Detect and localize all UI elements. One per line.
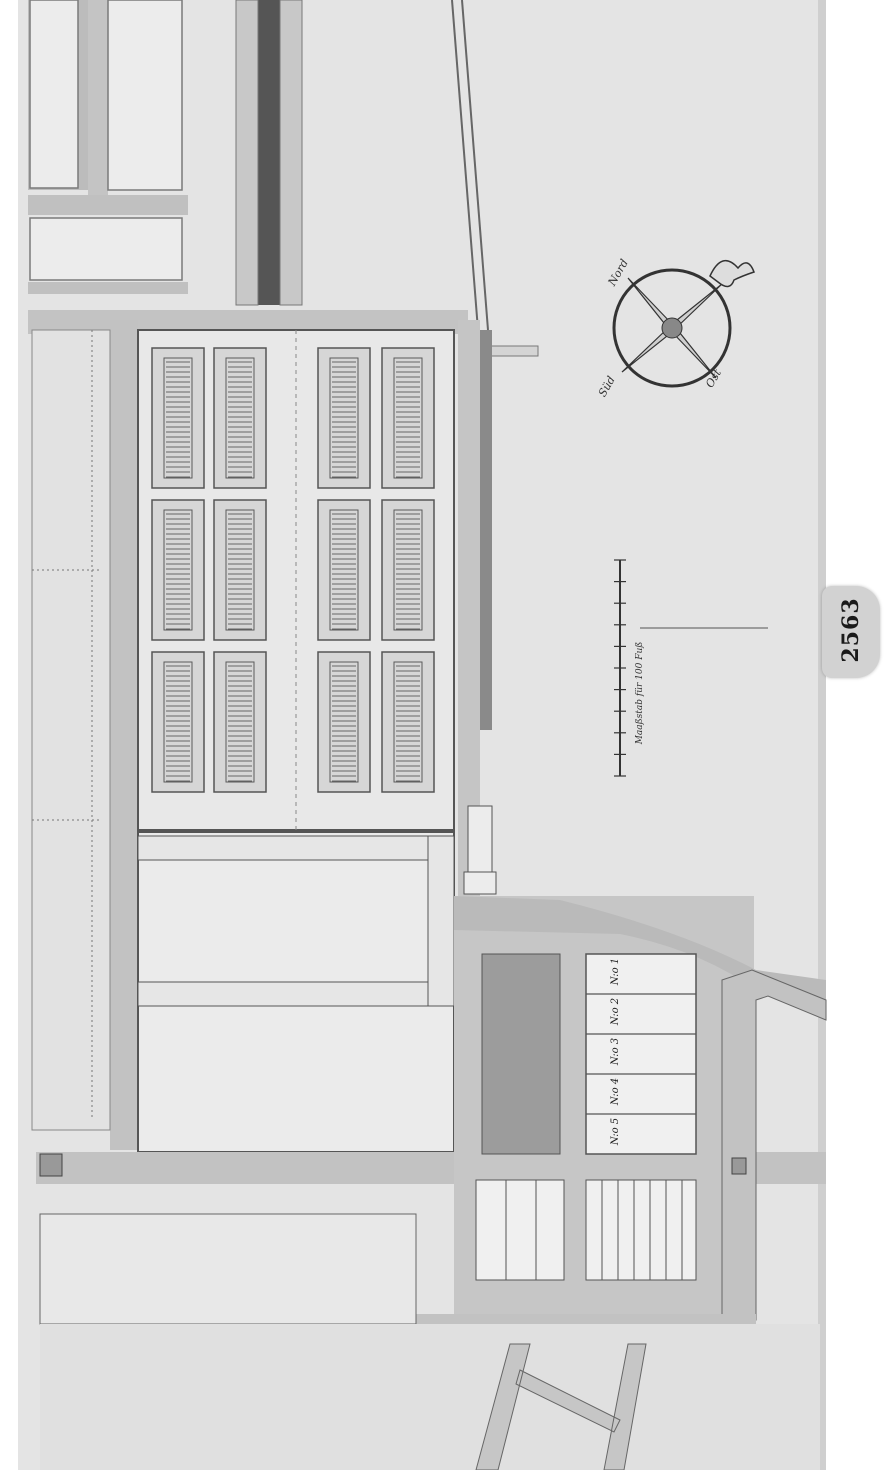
diagonal-road-line-2	[461, 0, 489, 331]
catalog-number: 2563	[838, 597, 864, 663]
compass-rose-icon	[612, 259, 755, 388]
canal	[258, 0, 280, 305]
scale-caption: Maaßstab für 100 Fuß	[635, 641, 645, 745]
paper-edge-right	[818, 0, 826, 1470]
road-west	[110, 320, 138, 1150]
canal-bank-right	[279, 0, 303, 306]
gate-post-1	[467, 805, 493, 877]
gate-post-2	[463, 871, 497, 895]
bottom-paths	[475, 1343, 647, 1470]
wall-lower	[137, 981, 455, 1007]
numbered-plots	[585, 953, 697, 1155]
upper-left-beds	[28, 0, 188, 294]
canal-bank-left	[235, 0, 259, 306]
bed-stripes	[166, 361, 420, 782]
flower-beds	[151, 347, 435, 793]
plot-label-4: N:o 4	[610, 1077, 622, 1106]
plot-label-5: N:o 5	[610, 1117, 622, 1146]
road-east-dark	[480, 330, 492, 730]
lower-plot-left	[475, 1179, 565, 1281]
plot-label-3: N:o 3	[610, 1037, 622, 1066]
embankment	[454, 896, 826, 1010]
left-strip	[31, 329, 111, 1131]
diagonal-road-line	[451, 0, 479, 331]
plot-dividers	[586, 993, 696, 1115]
scale-bar	[614, 559, 626, 777]
plot-label-1: N:o 1	[610, 957, 622, 986]
dark-block	[481, 953, 561, 1155]
bottom-field	[40, 1324, 820, 1470]
junction-east	[731, 1157, 747, 1175]
lower-plot-strips	[505, 1180, 683, 1280]
plot-label-2: N:o 2	[610, 997, 622, 1026]
bottom-block	[39, 1213, 417, 1325]
wall-right	[427, 835, 455, 1007]
catalog-label-plate	[822, 586, 880, 678]
junction-west	[39, 1153, 63, 1177]
road-east	[458, 320, 480, 900]
bed-hatching	[163, 357, 423, 783]
lower-plot-right	[585, 1179, 697, 1281]
wall-upper	[137, 835, 455, 861]
